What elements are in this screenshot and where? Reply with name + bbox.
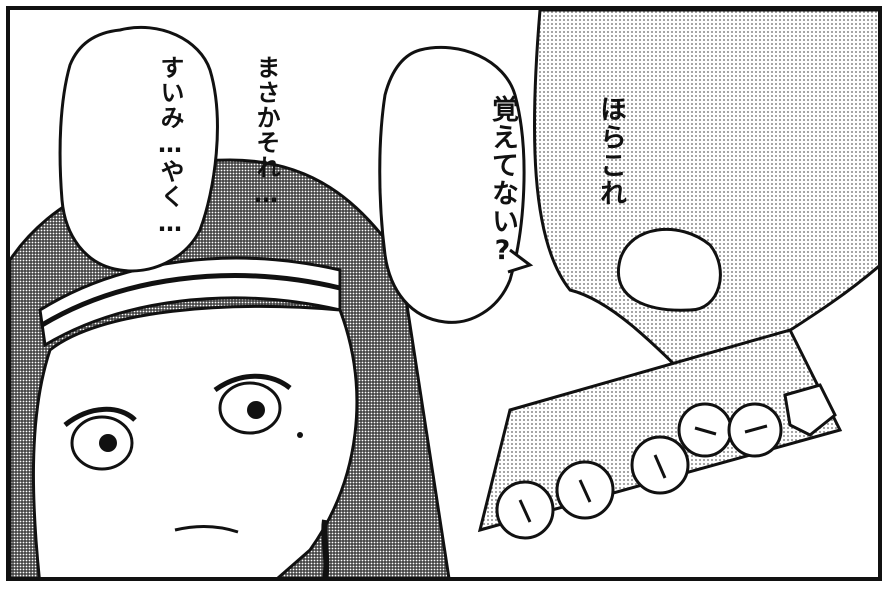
braid (321, 519, 330, 577)
speech-line: 覚えてない? (487, 95, 518, 267)
speech-text-left: まさかそれ… すいみ…やく… (90, 55, 346, 238)
mouth (174, 524, 239, 534)
speech-bubble-left (58, 25, 219, 273)
speech-line: すいみ…やく… (156, 55, 184, 238)
panel-artwork (10, 10, 878, 577)
thumb (617, 227, 722, 312)
face (31, 304, 359, 577)
speech-line: ほらこれ (595, 95, 626, 207)
speech-bubble-right (378, 45, 526, 324)
speech-text-right: ほらこれ 覚えてない? (412, 95, 700, 267)
manga-panel: まさかそれ… すいみ…やく… ほらこれ 覚えてない? (6, 6, 882, 581)
speech-line: まさかそれ… (252, 55, 280, 209)
hand (532, 10, 878, 392)
